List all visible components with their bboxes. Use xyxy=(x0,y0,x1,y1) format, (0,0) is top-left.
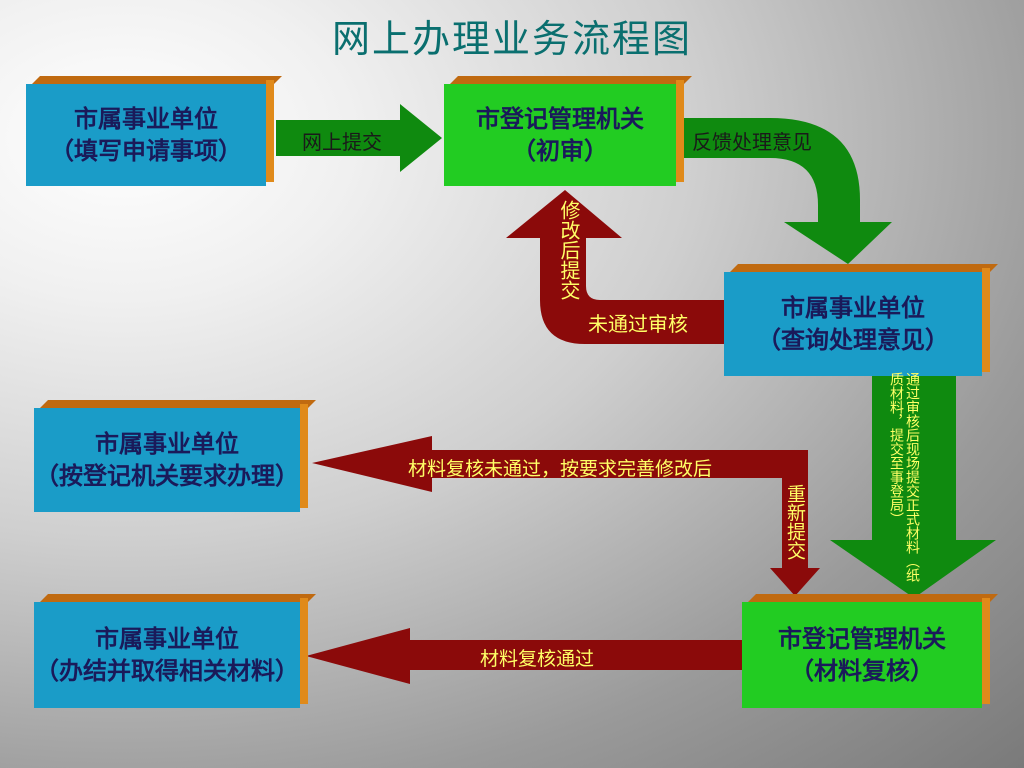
page-title: 网上办理业务流程图 xyxy=(331,17,692,61)
box-initial-review: 市登记管理机关 （初审） xyxy=(444,76,692,186)
label-feedback: 反馈处理意见 xyxy=(692,130,812,154)
box-done: 市属事业单位 （办结并取得相关材料） xyxy=(34,594,316,708)
label-recheck-failed: 材料复核未通过，按要求完善修改后 xyxy=(408,458,713,480)
box-done-subtitle: （办结并取得相关材料） xyxy=(35,656,299,685)
label-resubmit: 重新提交 xyxy=(784,484,806,560)
arrow-onsite-submit xyxy=(830,375,996,598)
label-resubmit-after-edit: 修改后提交 xyxy=(557,200,581,300)
arrow-not-passed xyxy=(506,190,726,344)
box-initial-review-subtitle: （初审） xyxy=(512,136,608,165)
arrow-recheck-passed xyxy=(306,628,742,684)
arrow-feedback xyxy=(684,118,892,264)
box-query: 市属事业单位 （查询处理意见） xyxy=(724,264,998,376)
box-material-review-subtitle: （材料复核） xyxy=(790,656,934,685)
box-done-title: 市属事业单位 xyxy=(95,624,239,653)
box-material-review: 市登记管理机关 （材料复核） xyxy=(742,594,998,708)
arrow-recheck-failed xyxy=(312,436,820,596)
box-revise: 市属事业单位 （按登记机关要求办理） xyxy=(34,400,316,512)
box-apply: 市属事业单位 （填写申请事项） xyxy=(26,76,282,186)
label-not-passed: 未通过审核 xyxy=(588,312,688,336)
box-apply-title: 市属事业单位 xyxy=(74,104,218,133)
box-revise-subtitle: （按登记机关要求办理） xyxy=(35,461,299,490)
box-initial-review-title: 市登记管理机关 xyxy=(476,104,644,133)
label-recheck-passed: 材料复核通过 xyxy=(480,648,595,670)
box-apply-subtitle: （填写申请事项） xyxy=(50,136,242,165)
arrow-submit-online xyxy=(276,104,442,172)
box-material-review-title: 市登记管理机关 xyxy=(778,624,946,653)
box-query-title: 市属事业单位 xyxy=(781,293,925,322)
box-query-subtitle: （查询处理意见） xyxy=(757,325,949,354)
label-submit-online: 网上提交 xyxy=(302,130,382,154)
box-revise-title: 市属事业单位 xyxy=(95,429,239,458)
label-onsite-submit: 通过审核后现场提交正式材料（纸质材料，提交至事登局） xyxy=(888,372,920,582)
